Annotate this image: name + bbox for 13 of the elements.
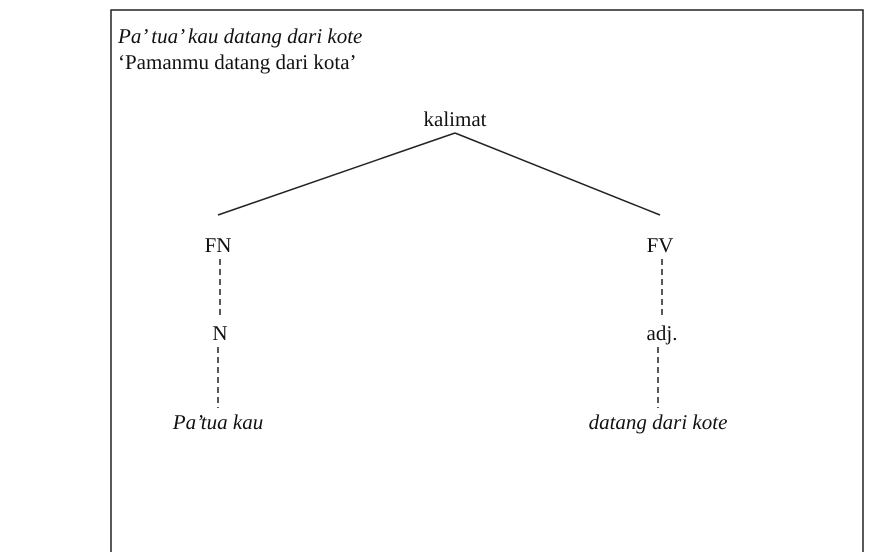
tree-label: kalimat bbox=[424, 107, 486, 131]
tree-label: Pa’tua kau bbox=[172, 410, 264, 434]
sentence-gloss: ‘Pamanmu datang dari kota’ bbox=[118, 50, 357, 74]
tree-branch bbox=[454, 132, 660, 216]
tree-branch bbox=[657, 347, 659, 408]
tree-label: FV bbox=[646, 233, 674, 257]
tree-label: FN bbox=[204, 233, 232, 257]
tree-branch bbox=[217, 347, 219, 408]
tree-label: adj. bbox=[646, 321, 678, 345]
tree-branch bbox=[218, 132, 456, 216]
tree-label: datang dari kote bbox=[588, 410, 728, 434]
tree-label: N bbox=[212, 321, 228, 345]
example-sentence: Pa’ tua’ kau datang dari kote bbox=[118, 24, 362, 48]
